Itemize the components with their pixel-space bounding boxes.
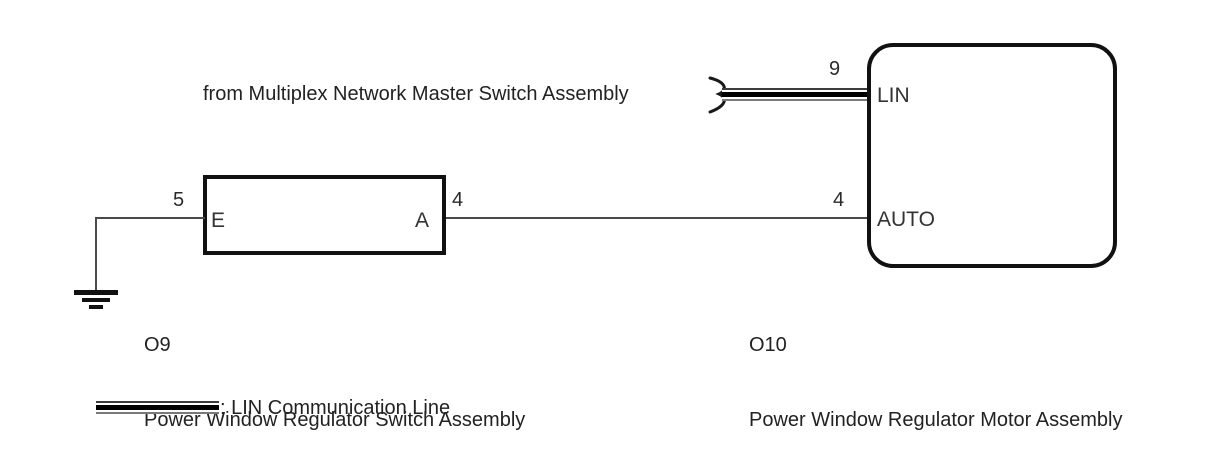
terminal-label-lin: LIN — [877, 84, 910, 107]
component-box-motor-assembly — [867, 43, 1117, 268]
lin-communication-line — [722, 88, 870, 101]
caption-motor-name: Power Window Regulator Motor Assembly — [749, 409, 1123, 431]
terminal-label-a: A — [415, 209, 430, 232]
wire-auto-signal — [446, 217, 867, 219]
pin-number-switch-a: 4 — [452, 189, 464, 211]
wire-ground-horizontal — [95, 217, 205, 219]
source-note-label: from Multiplex Network Master Switch Ass… — [203, 83, 629, 105]
caption-switch-assembly: O9 Power Window Regulator Switch Assembl… — [144, 283, 525, 474]
wire-ground-vertical — [95, 217, 97, 290]
wire-break-squiggle-icon — [704, 72, 738, 120]
pin-number-switch-e: 5 — [173, 189, 185, 211]
terminal-label-auto: AUTO — [877, 208, 935, 231]
legend-lin-communication-line-symbol — [96, 401, 219, 414]
caption-motor-code: O10 — [749, 334, 787, 356]
legend-label: : LIN Communication Line — [220, 397, 451, 419]
caption-switch-code: O9 — [144, 334, 171, 356]
caption-switch-name: Power Window Regulator Switch Assembly — [144, 409, 526, 431]
ground-symbol-icon — [74, 290, 118, 310]
pin-number-lin: 9 — [829, 58, 841, 80]
pin-number-motor-auto: 4 — [833, 189, 845, 211]
component-box-switch-assembly — [203, 175, 446, 255]
terminal-label-e: E — [211, 209, 226, 232]
caption-motor-assembly: O10 Power Window Regulator Motor Assembl… — [749, 283, 1122, 474]
